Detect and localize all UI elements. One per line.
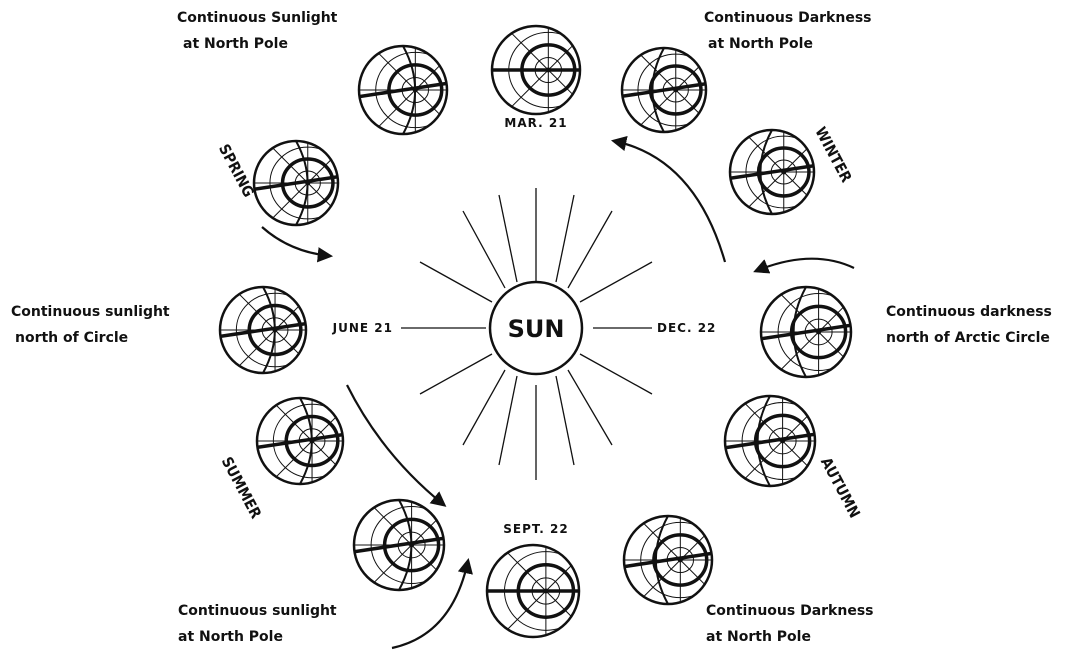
season-autumn: AUTUMN [817, 454, 864, 521]
date-mar: MAR. 21 [504, 116, 567, 130]
caption-bottom-right: Continuous Darkness at North Pole [706, 603, 874, 645]
arrow-winter [614, 141, 725, 262]
caption-mid-right: Continuous darkness north of Arctic Circ… [886, 304, 1052, 346]
caption-top-right: Continuous Darkness at North Pole [704, 10, 872, 52]
svg-text:north of Circle: north of Circle [15, 330, 128, 346]
season-winter: WINTER [811, 124, 855, 186]
svg-text:north of Arctic Circle: north of Arctic Circle [886, 330, 1050, 346]
globe-top-right [592, 6, 760, 174]
globe-bottom-left [322, 455, 502, 635]
globe-mar-21 [460, 0, 636, 158]
arrow-dec [756, 259, 854, 271]
globe-bottom-right [592, 472, 768, 648]
caption-mid-left: Continuous sunlight north of Circle [11, 304, 170, 346]
arrow-summer [347, 385, 444, 505]
svg-text:Continuous sunlight: Continuous sunlight [178, 603, 337, 619]
svg-text:at North Pole: at North Pole [708, 36, 813, 52]
svg-text:Continuous darkness: Continuous darkness [886, 304, 1052, 320]
arrow-spring [262, 227, 330, 256]
svg-text:at North Pole: at North Pole [706, 629, 811, 645]
svg-text:Continuous sunlight: Continuous sunlight [11, 304, 170, 320]
svg-text:Continuous Darkness: Continuous Darkness [706, 603, 874, 619]
season-spring: SPRING [215, 141, 258, 200]
date-dec: DEC. 22 [657, 321, 716, 335]
date-june: JUNE 21 [332, 321, 393, 335]
svg-text:Continuous Darkness: Continuous Darkness [704, 10, 872, 26]
sun-label: SUN [508, 315, 565, 343]
season-summer: SUMMER [218, 454, 266, 522]
date-sept: SEPT. 22 [503, 522, 568, 536]
caption-bottom-left: Continuous sunlight at North Pole [178, 603, 337, 645]
svg-text:Continuous Sunlight: Continuous Sunlight [177, 10, 338, 26]
caption-top-left: Continuous Sunlight at North Pole [177, 10, 338, 52]
globe-dec-22 [729, 242, 909, 422]
svg-text:at North Pole: at North Pole [178, 629, 283, 645]
svg-text:at North Pole: at North Pole [183, 36, 288, 52]
globe-top-left [327, 2, 503, 178]
